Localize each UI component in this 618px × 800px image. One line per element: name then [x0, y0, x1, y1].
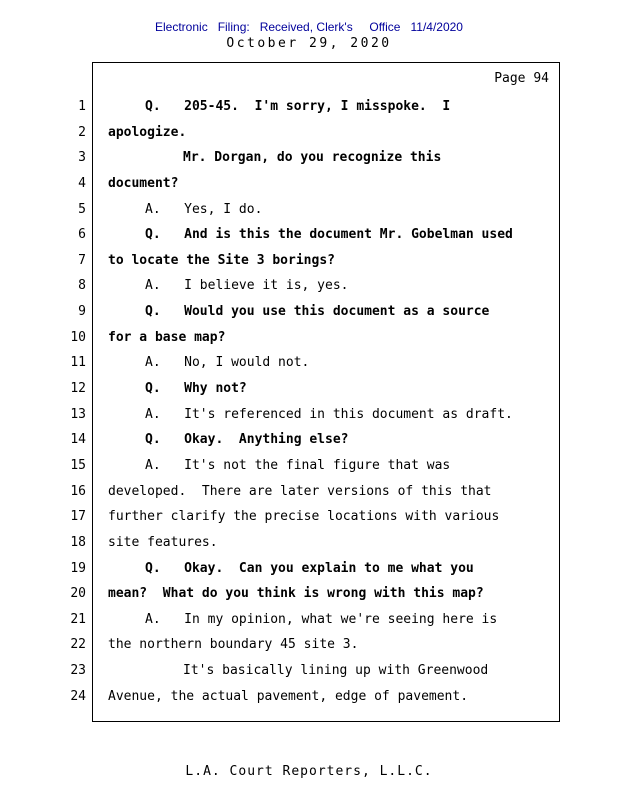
- line-text: for a base map?: [108, 329, 226, 345]
- transcript-line: 10 for a base map?: [62, 325, 564, 351]
- transcript-line: 13 A. It's referenced in this document as…: [62, 402, 564, 428]
- transcript-line: 24 Avenue, the actual pavement, edge of p…: [62, 684, 564, 710]
- line-text: A. No, I would not.: [145, 355, 310, 371]
- line-number: 10: [70, 329, 86, 345]
- transcript-line: 16 developed. There are later versions of…: [62, 479, 564, 505]
- line-text: It's basically lining up with Greenwood: [183, 663, 489, 679]
- transcript-line: 8 A. I believe it is, yes.: [62, 273, 564, 299]
- transcript-lines: 1 Q. 205-45. I'm sorry, I misspoke. I 2 apo…: [62, 94, 564, 709]
- line-text: Q. And is this the document Mr. Gobelman…: [145, 227, 513, 243]
- line-number: 6: [78, 227, 86, 243]
- line-number: 7: [78, 252, 86, 268]
- reporter-company: L.A. Court Reporters, L.L.C.: [185, 764, 433, 779]
- line-number: 19: [70, 560, 86, 576]
- line-text: A. In my opinion, what we're seeing here…: [145, 611, 498, 627]
- line-text: mean? What do you think is wrong with th…: [108, 586, 484, 602]
- line-text: Q. Would you use this document as a sour…: [145, 304, 490, 320]
- line-number: 18: [70, 534, 86, 550]
- transcript-line: 14 Q. Okay. Anything else?: [62, 427, 564, 453]
- transcript-line: 19 Q. Okay. Can you explain to me what yo…: [62, 556, 564, 582]
- line-number: 4: [78, 175, 86, 191]
- page-number-label: Page 94: [494, 71, 549, 86]
- line-number: 16: [70, 483, 86, 499]
- line-text: Q. 205-45. I'm sorry, I misspoke. I: [145, 99, 451, 114]
- transcript-line: 15 A. It's not the final figure that was: [62, 453, 564, 479]
- line-text: Q. Okay. Can you explain to me what you: [145, 560, 474, 576]
- line-number: 8: [78, 278, 86, 294]
- reporter-footer: L.A. Court Reporters, L.L.C. 312-419-929…: [0, 732, 618, 800]
- line-number: 21: [70, 611, 86, 627]
- transcript-line: 5 A. Yes, I do.: [62, 197, 564, 223]
- transcript-line: 6 Q. And is this the document Mr. Gobelma…: [62, 222, 564, 248]
- line-number: 11: [70, 355, 86, 371]
- line-text: Q. Okay. Anything else?: [145, 432, 349, 448]
- line-number: 20: [70, 586, 86, 602]
- line-text: site features.: [108, 534, 218, 550]
- line-text: apologize.: [108, 124, 187, 140]
- line-number: 13: [70, 406, 86, 422]
- line-number: 24: [70, 688, 86, 704]
- line-text: the northern boundary 45 site 3.: [108, 637, 359, 653]
- line-number: 5: [78, 201, 86, 217]
- transcript-line: 3 Mr. Dorgan, do you recognize this: [62, 145, 564, 171]
- line-text: A. Yes, I do.: [145, 201, 263, 217]
- transcript-line: 23 It's basically lining up with Greenwoo…: [62, 658, 564, 684]
- line-number: 1: [78, 99, 86, 114]
- transcript-line: 1 Q. 205-45. I'm sorry, I misspoke. I: [62, 94, 564, 120]
- efiling-stamp: Electronic Filing: Received, Clerk's Off…: [155, 20, 463, 34]
- line-number: 17: [70, 509, 86, 525]
- transcript-box: Page 94: [92, 62, 560, 722]
- line-text: developed. There are later versions of t…: [108, 483, 492, 499]
- line-text: to locate the Site 3 borings?: [108, 252, 335, 268]
- transcript-line: 11 A. No, I would not.: [62, 350, 564, 376]
- line-number: 23: [70, 663, 86, 679]
- line-text: A. I believe it is, yes.: [145, 278, 349, 294]
- transcript-line: 20 mean? What do you think is wrong with …: [62, 581, 564, 607]
- line-text: document?: [108, 175, 179, 191]
- line-number: 15: [70, 457, 86, 473]
- transcript-line: 18 site features.: [62, 530, 564, 556]
- transcript-line: 17 further clarify the precise locations …: [62, 504, 564, 530]
- transcript-line: 21 A. In my opinion, what we're seeing he…: [62, 607, 564, 633]
- line-text: further clarify the precise locations wi…: [108, 509, 500, 525]
- line-number: 9: [78, 304, 86, 320]
- line-number: 22: [70, 637, 86, 653]
- line-text: Mr. Dorgan, do you recognize this: [183, 150, 442, 166]
- deposition-date: October 29, 2020: [226, 36, 392, 51]
- line-text: A. It's not the final figure that was: [145, 457, 451, 473]
- transcript-line: 4 document?: [62, 171, 564, 197]
- transcript-line: 12 Q. Why not?: [62, 376, 564, 402]
- transcript-line: 7 to locate the Site 3 borings?: [62, 248, 564, 274]
- transcript-line: 9 Q. Would you use this document as a sou…: [62, 299, 564, 325]
- line-number: 14: [70, 432, 86, 448]
- line-text: A. It's referenced in this document as d…: [145, 406, 513, 422]
- line-text: Q. Why not?: [145, 381, 247, 397]
- transcript-line: 22 the northern boundary 45 site 3.: [62, 632, 564, 658]
- line-number: 12: [70, 381, 86, 397]
- line-text: Avenue, the actual pavement, edge of pav…: [108, 688, 469, 704]
- transcript-line: 2 apologize.: [62, 120, 564, 146]
- line-number: 2: [78, 124, 86, 140]
- line-number: 3: [78, 150, 86, 166]
